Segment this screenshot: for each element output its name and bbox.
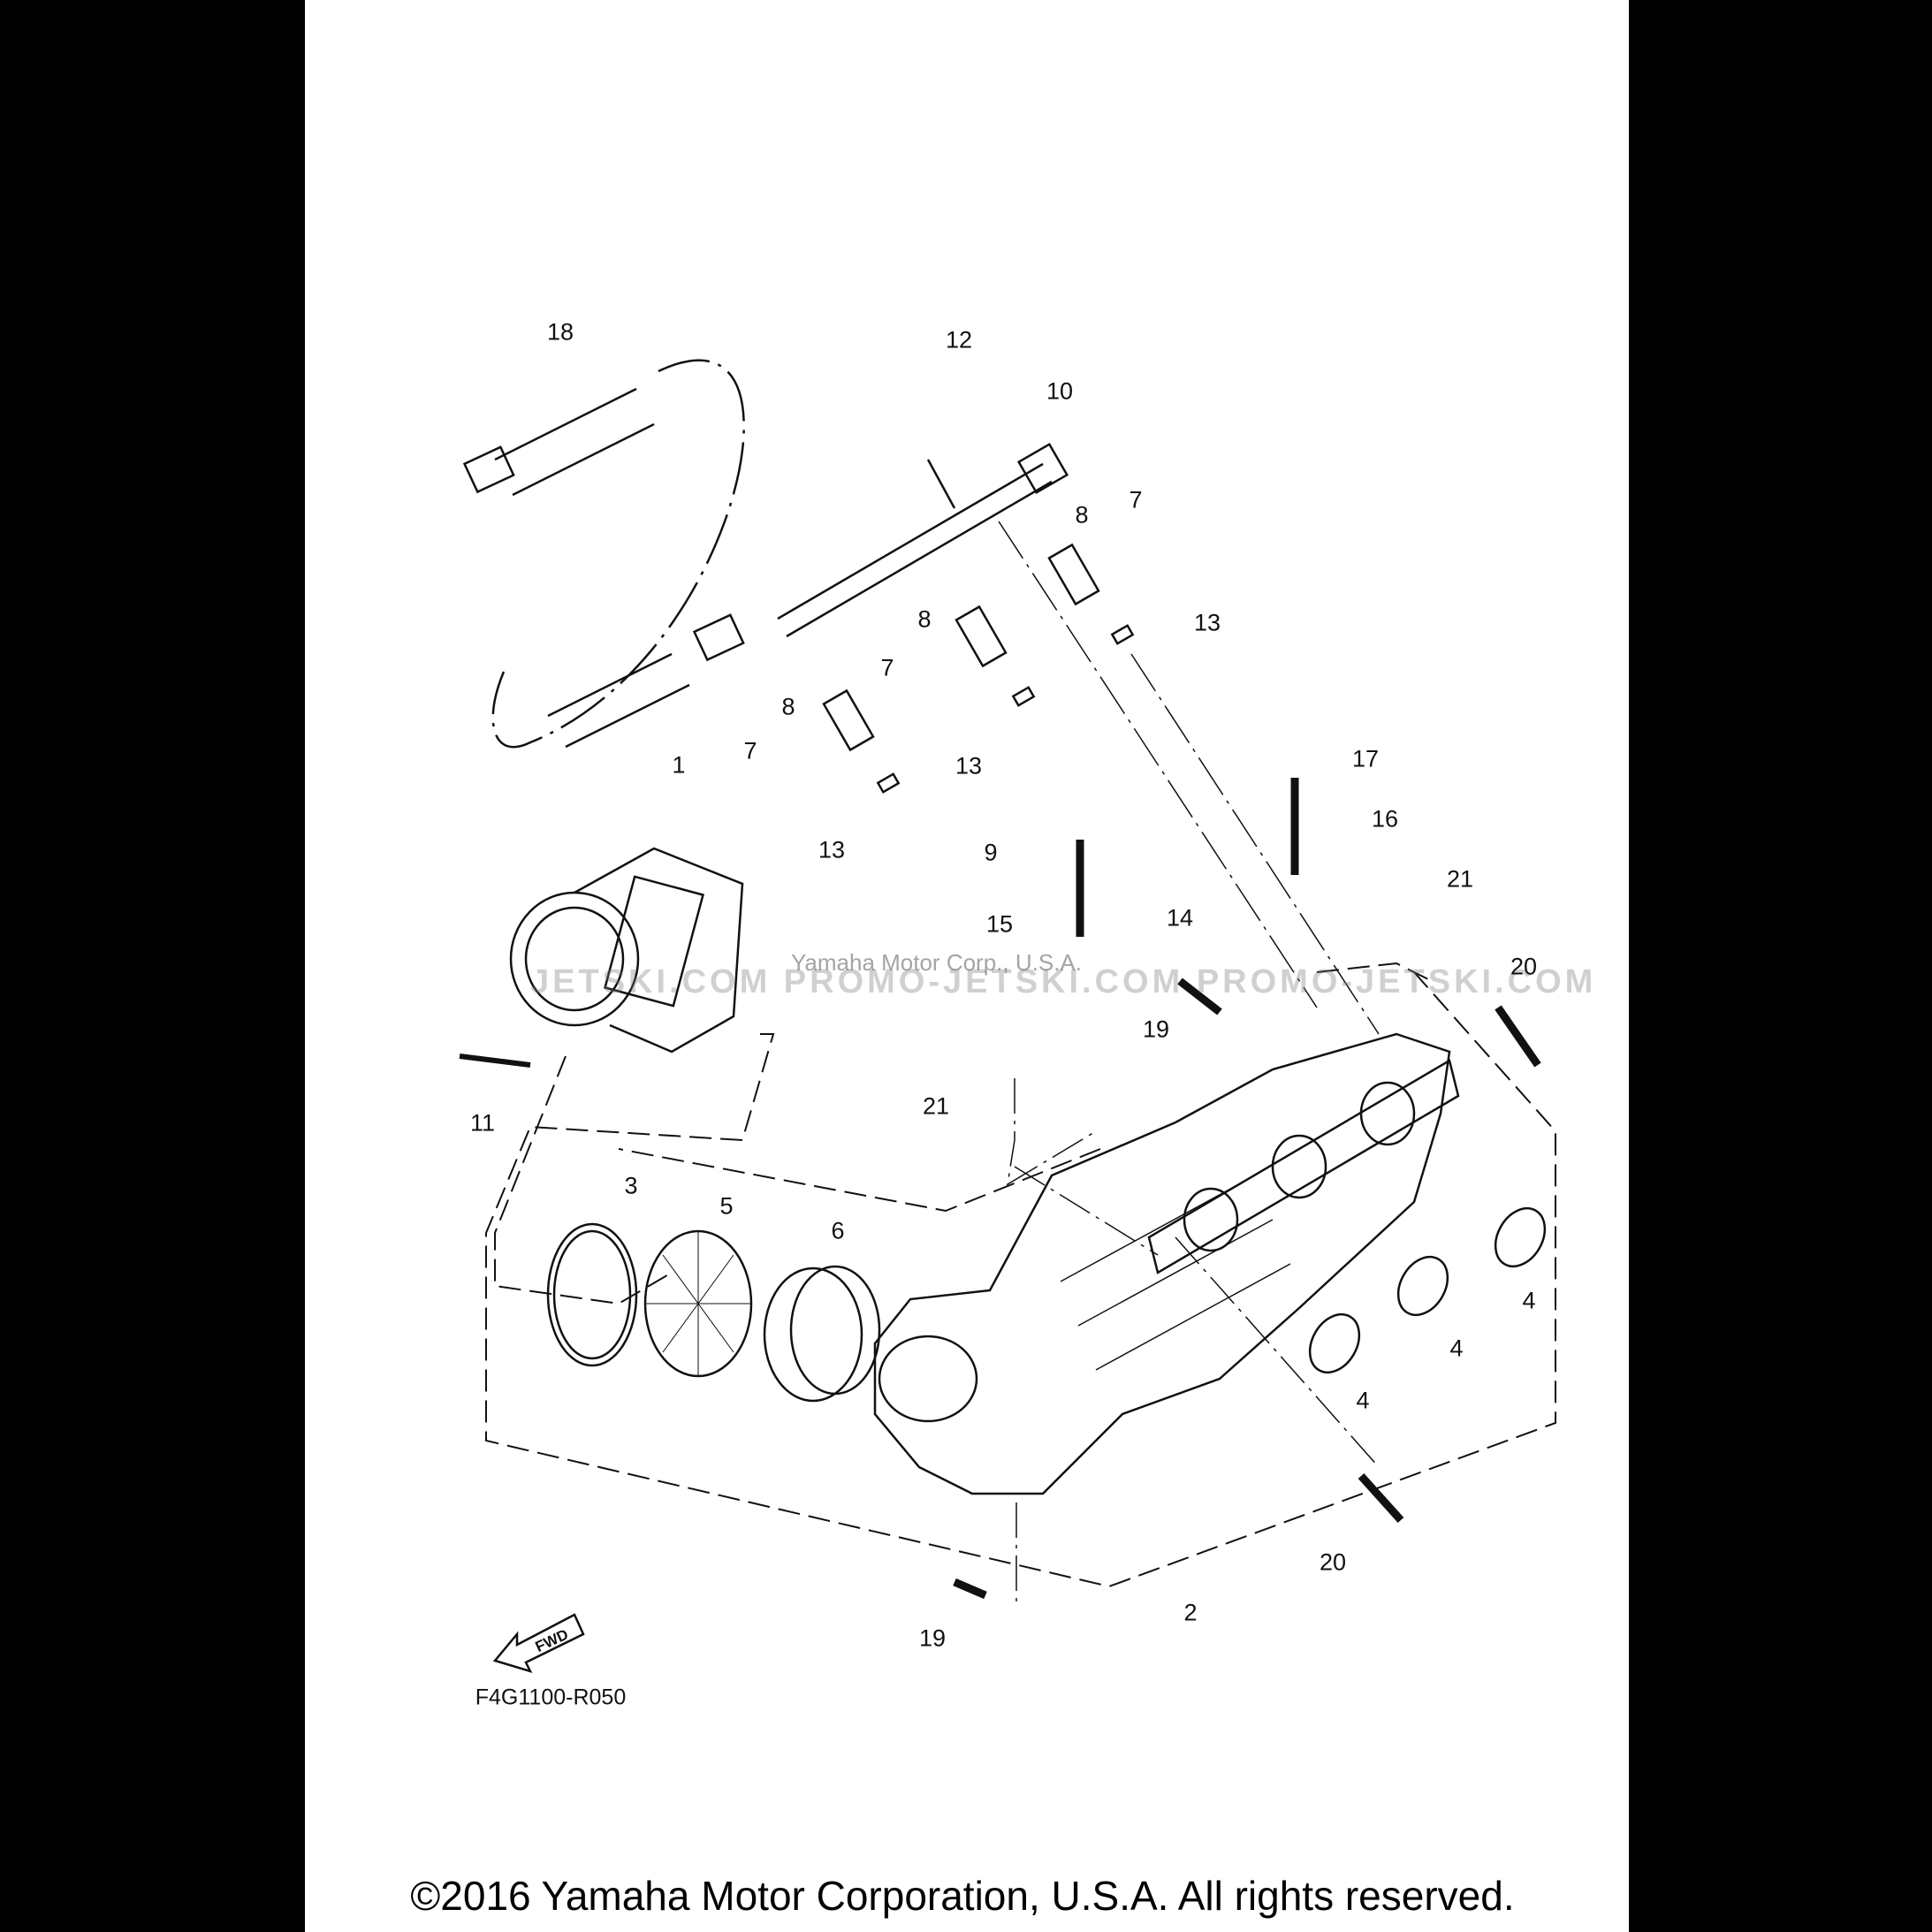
part-label: 8: [1075, 501, 1089, 529]
part-label: 8: [917, 605, 932, 633]
drawing-code: F4G1100-R050: [475, 1685, 627, 1710]
part-label: 2: [1183, 1599, 1198, 1626]
part-label: 21: [922, 1092, 950, 1120]
fuel-hose-drawing: [462, 359, 745, 749]
part-label: 18: [546, 318, 574, 346]
gasket-ring-3: [546, 1222, 638, 1367]
part-label: 21: [1446, 865, 1474, 893]
part-label: 20: [1319, 1548, 1347, 1576]
fuel-rail-drawing: [777, 442, 1069, 638]
part-label: 15: [985, 910, 1014, 938]
copyright-footer: ©2016 Yamaha Motor Corporation, U.S.A. A…: [410, 1873, 1515, 1919]
part-label: 14: [1166, 904, 1194, 932]
fuel-injector-drawings: [822, 543, 1135, 794]
part-label: 20: [1510, 953, 1538, 980]
intake-manifold-drawing: [873, 1032, 1460, 1495]
part-label: 4: [1522, 1287, 1536, 1314]
part-label: 6: [831, 1217, 845, 1244]
part-label: 7: [743, 737, 757, 764]
part-label: 10: [1046, 377, 1074, 405]
part-label: 1: [672, 751, 686, 779]
part-label: 13: [818, 836, 846, 863]
part-label: 17: [1351, 745, 1380, 772]
part-label: 19: [1142, 1015, 1170, 1043]
part-label: 3: [624, 1172, 638, 1199]
sleeve-6: [763, 1266, 863, 1403]
part-label: 7: [880, 654, 894, 681]
part-label: 19: [918, 1624, 947, 1652]
part-label: 13: [955, 752, 983, 780]
part-label: 5: [719, 1192, 734, 1220]
part-label: 16: [1371, 805, 1399, 833]
part-label: 9: [984, 839, 998, 866]
part-label: 8: [781, 693, 795, 720]
part-label: 7: [1129, 486, 1143, 513]
part-label: 13: [1193, 609, 1221, 636]
part-label: 4: [1449, 1335, 1464, 1362]
throttle-body-drawing: [509, 847, 744, 1053]
watermark-site: JETSKI.COM PROMO-JETSKI.COM PROMO-JETSKI…: [530, 963, 1597, 1000]
fwd-arrow-icon: FWD: [492, 1613, 585, 1674]
part-label: 4: [1356, 1387, 1370, 1414]
part-label: 11: [469, 1109, 496, 1137]
part-label: 12: [945, 326, 973, 354]
watermark-owner: Yamaha Motor Corp., U.S.A.: [791, 949, 1082, 976]
